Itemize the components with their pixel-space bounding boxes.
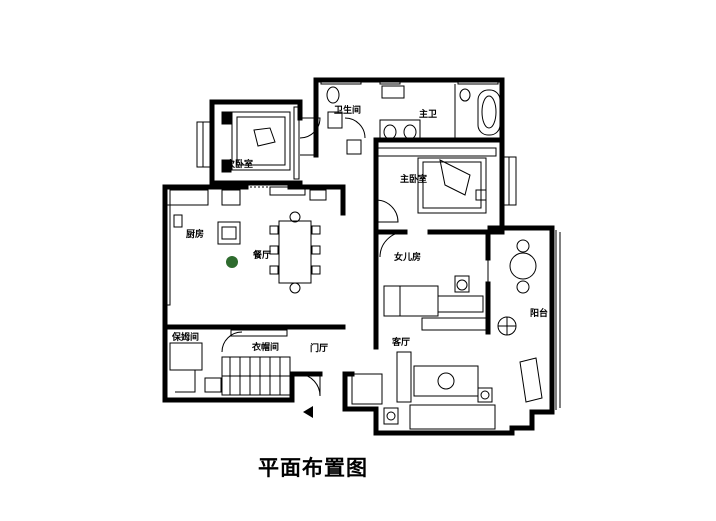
label-living-room: 客厅: [391, 336, 410, 348]
label-cloakroom: 衣帽间: [252, 341, 279, 353]
furniture: [169, 84, 543, 430]
windows: [164, 79, 561, 410]
label-nanny-room: 保姆间: [171, 331, 199, 343]
doors: [221, 117, 489, 397]
label-second-bedroom: 次卧室: [226, 158, 253, 170]
label-master-bedroom: 主卧室: [400, 173, 427, 185]
entrance-arrow-icon: [303, 406, 313, 418]
label-kitchen: 厨房: [186, 228, 204, 240]
label-foyer: 门厅: [310, 342, 328, 354]
label-bathroom: 卫生间: [334, 104, 361, 116]
label-dining: 餐厅: [252, 249, 271, 261]
label-daughter-room: 女儿房: [394, 251, 421, 263]
walls: [162, 77, 555, 436]
label-master-bath: 主卫: [419, 108, 437, 120]
label-balcony: 阳台: [530, 307, 548, 319]
plant-icon: [226, 256, 238, 268]
plan-title: 平面布置图: [258, 455, 368, 480]
